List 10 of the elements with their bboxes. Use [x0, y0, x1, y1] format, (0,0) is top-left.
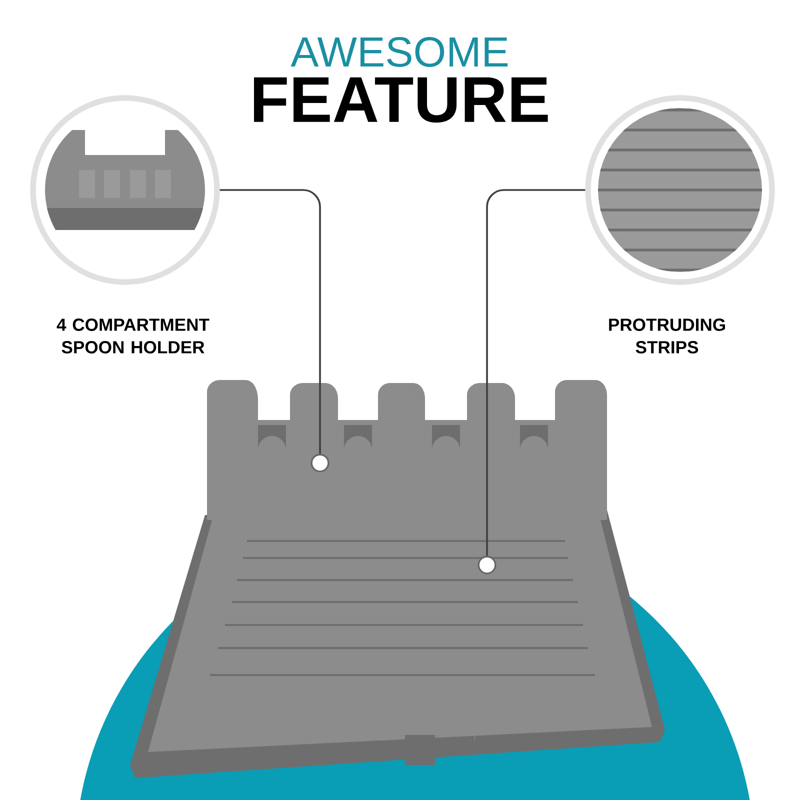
feature-label: PROTRUDING STRIPS: [609, 318, 725, 354]
feature-label: 4 COMPARTMENT SPOON HOLDER: [56, 318, 210, 354]
inset-photo: [585, 95, 775, 285]
leader-line: [486, 189, 586, 556]
pointer-dot: [310, 454, 330, 472]
title: FEATURE: [254, 77, 548, 123]
leader-line: [220, 189, 321, 454]
inset-photo: [30, 95, 220, 285]
title: AWESOME: [290, 37, 508, 67]
pointer-dot: [478, 556, 496, 574]
